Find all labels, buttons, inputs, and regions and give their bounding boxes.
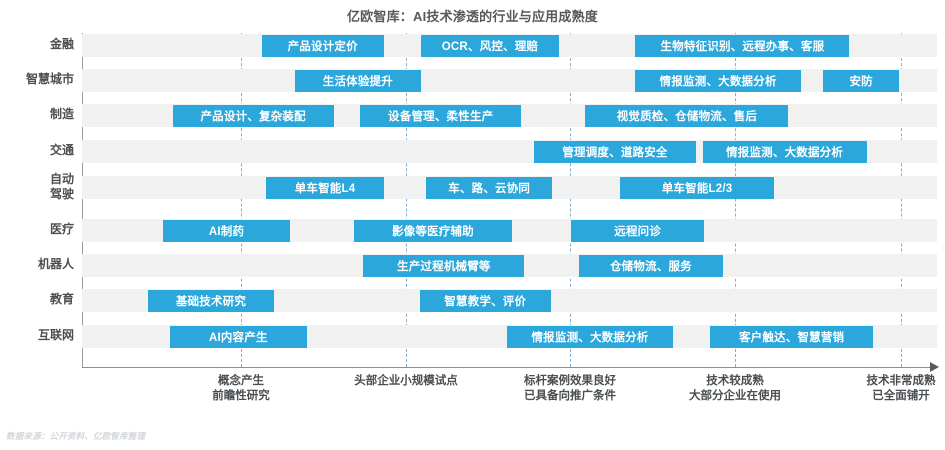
bar-1-0[interactable]: 生活体验提升: [294, 69, 422, 92]
row-label-1: 智慧城市: [25, 72, 74, 86]
bar-3-1[interactable]: 情报监测、大数据分析: [702, 140, 867, 163]
bar-4-0[interactable]: 单车智能L4: [266, 176, 384, 199]
row-band: [82, 69, 937, 92]
x-axis-arrow-icon: [930, 362, 939, 372]
row-label-3: 交通: [49, 143, 74, 157]
gridline-stage-2: [406, 33, 407, 367]
bar-0-1[interactable]: OCR、风控、理赔: [421, 34, 559, 57]
bar-1-1[interactable]: 情报监测、大数据分析: [635, 69, 801, 92]
row-label-8: 互联网: [37, 328, 74, 342]
gridline-stage-3: [570, 33, 571, 367]
source-note: 数据来源：公开资料、亿欧智库整理: [6, 431, 146, 441]
bar-8-2[interactable]: 客户触达、智慧营销: [710, 325, 873, 348]
bar-8-1[interactable]: 情报监测、大数据分析: [507, 325, 673, 348]
bar-2-0[interactable]: 产品设计、复杂装配: [172, 104, 334, 127]
bar-5-2[interactable]: 远程问诊: [571, 219, 705, 242]
bar-7-1[interactable]: 智慧教学、评价: [419, 289, 551, 312]
bar-5-1[interactable]: 影像等医疗辅助: [353, 219, 512, 242]
bar-1-2[interactable]: 安防: [822, 69, 900, 92]
bar-4-1[interactable]: 车、路、云协同: [425, 176, 553, 199]
gridline-stage-1: [241, 33, 242, 367]
bar-0-2[interactable]: 生物特征识别、远程办事、客服: [635, 34, 850, 57]
bar-3-0[interactable]: 管理调度、道路安全: [533, 140, 697, 163]
stage-label-5: 技术非常成熟 已全面铺开: [866, 375, 936, 402]
stage-label-3: 标杆案例效果良好 已具备向推广条件: [524, 375, 616, 402]
bar-0-0[interactable]: 产品设计定价: [261, 34, 384, 57]
bar-2-2[interactable]: 视觉质检、仓储物流、售后: [585, 104, 789, 127]
row-label-6: 机器人: [37, 257, 74, 271]
gridline-stage-4: [735, 33, 736, 367]
bar-6-1[interactable]: 仓储物流、服务: [579, 254, 723, 277]
stage-label-1: 概念产生 前瞻性研究: [212, 375, 270, 402]
y-axis-line: [82, 33, 83, 367]
gridline-stage-5: [901, 33, 902, 367]
bar-8-0[interactable]: AI内容产生: [169, 325, 308, 348]
row-label-7: 教育: [49, 292, 74, 306]
row-label-0: 金融: [49, 37, 74, 51]
bar-4-2[interactable]: 单车智能L2/3: [619, 176, 775, 199]
x-axis-line: [82, 367, 932, 368]
row-label-5: 医疗: [49, 222, 74, 236]
bar-6-0[interactable]: 生产过程机械臂等: [363, 254, 525, 277]
stage-label-2: 头部企业小规模试点: [354, 375, 458, 387]
bar-5-0[interactable]: AI制药: [163, 219, 290, 242]
bar-2-1[interactable]: 设备管理、柔性生产: [360, 104, 522, 127]
row-label-4: 自动 驾驶: [49, 171, 74, 201]
row-label-2: 制造: [49, 107, 74, 121]
bar-7-0[interactable]: 基础技术研究: [147, 289, 275, 312]
page-title: 亿欧智库：AI技术渗透的行业与应用成熟度: [346, 9, 598, 24]
stage-label-4: 技术较成熟 大部分企业在使用: [689, 375, 781, 402]
